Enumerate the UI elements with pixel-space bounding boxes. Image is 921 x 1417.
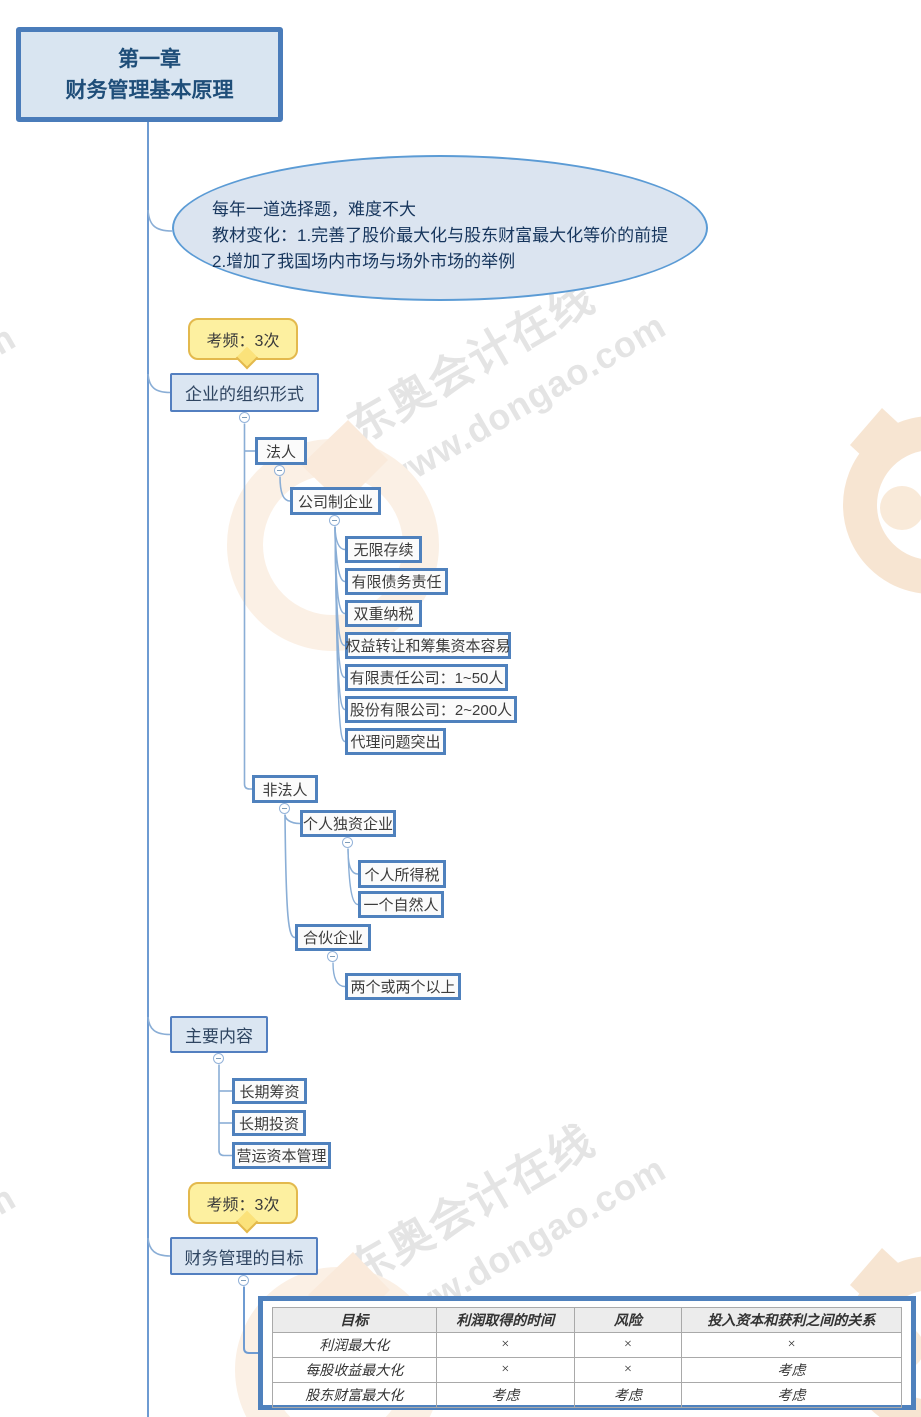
connector-org-children [243, 423, 252, 790]
cell-goal-2: 股东财富最大化 [272, 1382, 437, 1408]
connector-partner-f0 [332, 962, 346, 988]
table-row: 利润最大化 × × × [272, 1332, 903, 1358]
connector-content-children [218, 1064, 232, 1157]
topic-sole-feature-0[interactable]: 个人所得税 [358, 860, 446, 888]
collapse-button-content[interactable] [213, 1053, 224, 1064]
root-title-line2: 财务管理基本原理 [65, 78, 234, 102]
topic-company[interactable]: 公司制企业 [290, 487, 381, 515]
table-row: 股东财富最大化 考虑 考虑 考虑 [272, 1382, 903, 1408]
col-header-goal: 目标 [272, 1307, 437, 1333]
topic-partnership[interactable]: 合伙企业 [295, 924, 371, 951]
note-line-2: 教材变化：1.完善了股价最大化与股东财富最大化等价的前提 [212, 226, 669, 245]
callout-1-text: 考频：3次 [206, 333, 280, 350]
col-header-relation: 投入资本和获利之间的关系 [680, 1307, 903, 1333]
collapse-button-goal[interactable] [238, 1275, 249, 1286]
topic-company-feature-0[interactable]: 无限存续 [345, 536, 422, 563]
col-header-risk: 风险 [573, 1307, 682, 1333]
dongao-logo-right-top [843, 408, 921, 594]
cell-rel-0: × [680, 1332, 903, 1358]
connector-sole [284, 814, 301, 825]
topic-fm-goal[interactable]: 财务管理的目标 [170, 1237, 318, 1275]
minus-icon [345, 842, 350, 843]
cell-risk-2: 考虑 [573, 1382, 682, 1408]
connector-company [279, 476, 291, 502]
callout-exam-frequency-1[interactable]: 考频：3次 [188, 318, 298, 370]
topic-content-item-0[interactable]: 长期筹资 [232, 1078, 307, 1104]
topic-company-feature-4[interactable]: 有限责任公司：1~50人 [345, 664, 508, 691]
goal-table: 目标 利润取得的时间 风险 投入资本和获利之间的关系 利润最大化 × × × 每… [272, 1307, 903, 1408]
minus-icon [330, 956, 335, 957]
connector-goal [147, 1237, 171, 1257]
minus-icon [277, 470, 282, 471]
note-line-1: 每年一道选择题，难度不大 [212, 200, 416, 219]
topic-main-content[interactable]: 主要内容 [170, 1016, 268, 1053]
minus-icon [241, 1280, 246, 1281]
connector-feature-6 [334, 526, 346, 743]
minus-icon [332, 520, 337, 521]
cell-time-0: × [435, 1332, 575, 1358]
cell-rel-2: 考虑 [680, 1382, 903, 1408]
collapse-button-partnership[interactable] [327, 951, 338, 962]
topic-company-feature-5[interactable]: 股份有限公司：2~200人 [345, 696, 517, 723]
minus-icon [216, 1058, 221, 1059]
callout-2-text: 考频：3次 [206, 1197, 280, 1214]
table-row: 每股收益最大化 × × 考虑 [272, 1357, 903, 1383]
topic-partnership-feature-0[interactable]: 两个或两个以上 [345, 973, 461, 1000]
collapse-button-org[interactable] [239, 412, 250, 423]
collapse-button-company[interactable] [329, 515, 340, 526]
topic-sole-feature-1[interactable]: 一个自然人 [358, 891, 444, 918]
goal-comparison-table[interactable]: 目标 利润取得的时间 风险 投入资本和获利之间的关系 利润最大化 × × × 每… [258, 1296, 916, 1410]
topic-content-item-2[interactable]: 营运资本管理 [232, 1142, 331, 1169]
collapse-button-sole[interactable] [342, 837, 353, 848]
cell-goal-1: 每股收益最大化 [272, 1357, 437, 1383]
collapse-button-faren[interactable] [274, 465, 285, 476]
cell-risk-1: × [573, 1357, 682, 1383]
topic-feifaren[interactable]: 非法人 [252, 775, 318, 803]
connector-content [147, 1016, 171, 1036]
topic-faren[interactable]: 法人 [255, 437, 307, 465]
root-topic[interactable]: 第一章 财务管理基本原理 [16, 27, 283, 122]
minus-icon [242, 417, 247, 418]
note-ellipse[interactable]: 每年一道选择题，难度不大 教材变化：1.完善了股价最大化与股东财富最大化等价的前… [172, 155, 708, 301]
connector-partnership [284, 814, 296, 939]
cell-rel-1: 考虑 [680, 1357, 903, 1383]
topic-content-item-1[interactable]: 长期投资 [232, 1110, 306, 1136]
minus-icon [282, 808, 287, 809]
topic-company-feature-1[interactable]: 有限债务责任 [345, 568, 448, 595]
topic-company-feature-2[interactable]: 双重纳税 [345, 600, 422, 627]
collapse-button-feifaren[interactable] [279, 803, 290, 814]
table-header-row: 目标 利润取得的时间 风险 投入资本和获利之间的关系 [272, 1307, 903, 1333]
cell-goal-0: 利润最大化 [272, 1332, 437, 1358]
note-text: 每年一道选择题，难度不大 教材变化：1.完善了股价最大化与股东财富最大化等价的前… [212, 197, 692, 275]
topic-company-feature-3[interactable]: 权益转让和筹集资本容易 [345, 632, 511, 659]
root-title-line1: 第一章 [118, 47, 181, 71]
connector-sole-f1 [347, 848, 359, 906]
cell-time-2: 考虑 [435, 1382, 575, 1408]
note-line-3: 2.增加了我国场内市场与场外市场的举例 [212, 252, 516, 271]
topic-company-feature-6[interactable]: 代理问题突出 [345, 728, 446, 755]
cell-risk-0: × [573, 1332, 682, 1358]
connector-note [147, 209, 173, 232]
callout-exam-frequency-2[interactable]: 考频：3次 [188, 1182, 298, 1234]
connector-org [147, 373, 171, 394]
connector-goal-table [243, 1286, 258, 1354]
topic-org-form[interactable]: 企业的组织形式 [170, 373, 319, 412]
topic-sole-proprietorship[interactable]: 个人独资企业 [300, 810, 396, 837]
cell-time-1: × [435, 1357, 575, 1383]
col-header-time: 利润取得的时间 [435, 1307, 575, 1333]
